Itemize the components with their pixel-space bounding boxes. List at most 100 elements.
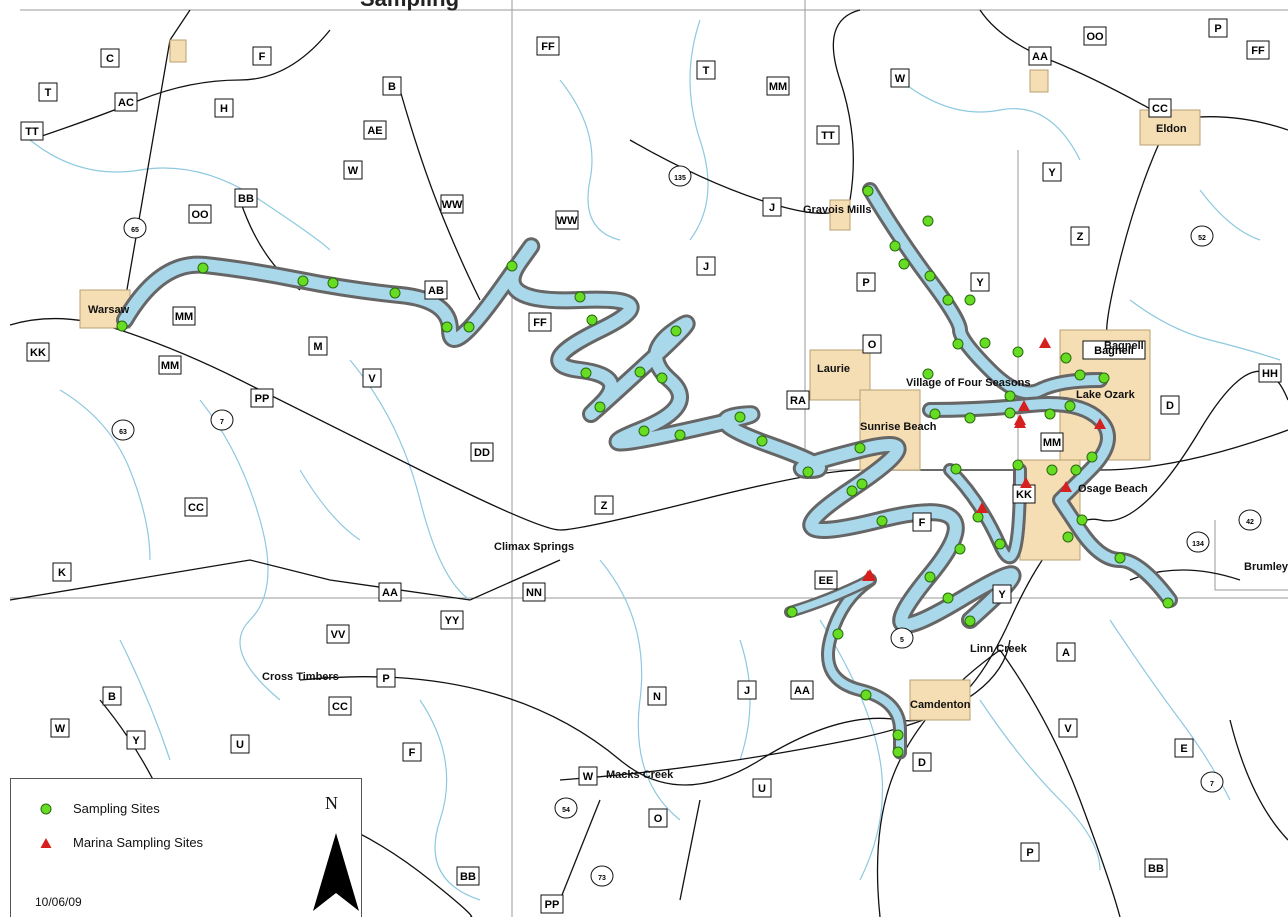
road-shield: MM [158, 355, 182, 375]
sampling-site [1086, 451, 1098, 463]
road-shield: FF [1246, 40, 1270, 60]
road-shield: EE [814, 570, 838, 590]
road-shield-label: WW [442, 199, 463, 211]
road-shield: OO [1083, 26, 1107, 46]
lake-arm-north [865, 185, 1105, 398]
legend-sampling-sites-label: Sampling Sites [73, 801, 160, 816]
sampling-site [1064, 400, 1076, 412]
road-shield-label: CC [188, 502, 204, 514]
road-shield-label: EE [819, 575, 834, 587]
road-shield-label: KK [1016, 489, 1032, 501]
town-label: Brumley [1244, 561, 1288, 573]
road-shield: 7 [1200, 771, 1224, 793]
road-shield: CC [328, 696, 352, 716]
road-shield-label: Y [1048, 167, 1056, 179]
sampling-site [898, 258, 910, 270]
sampling-site [1060, 352, 1072, 364]
road-shield-label: MM [161, 360, 179, 372]
sampling-site [929, 408, 941, 420]
road-shield-label: HH [1262, 368, 1278, 380]
road-shield: 7 [210, 409, 234, 431]
road-shield-label: AB [428, 285, 444, 297]
road-shield-label: U [758, 783, 766, 795]
road-shield: MM [766, 76, 790, 96]
road-shield-label: F [919, 517, 926, 529]
sampling-site [1162, 597, 1174, 609]
road-shield: Y [992, 584, 1012, 604]
road-shield: F [252, 46, 272, 66]
town-label: Bagnell [1104, 340, 1144, 352]
road-shield: W [50, 718, 70, 738]
road-shield-label: N [653, 691, 661, 703]
road-shield: RA [786, 390, 810, 410]
road-shield-label: T [45, 87, 52, 99]
road-shield-label: DD [474, 447, 490, 459]
sampling-site [922, 215, 934, 227]
road-shield-label: BB [238, 193, 254, 205]
sampling-site [674, 429, 686, 441]
road-shield: TT [816, 125, 840, 145]
green-circle-icon [40, 803, 52, 814]
road-shield: KK [1012, 484, 1036, 504]
sampling-site [786, 606, 798, 618]
road-shield-label: AC [118, 97, 134, 109]
sampling-site [950, 463, 962, 475]
marina-sampling-site [1014, 414, 1026, 425]
road-shield: U [230, 734, 250, 754]
town-label: Laurie [817, 363, 850, 375]
road-shield: N [647, 686, 667, 706]
road-shield: M [308, 336, 328, 356]
road-shield: J [762, 197, 782, 217]
road-shield-label: P [382, 673, 389, 685]
road-shield: B [102, 686, 122, 706]
sampling-site [876, 515, 888, 527]
town-label: Sunrise Beach [860, 421, 937, 433]
legend-date: 10/06/09 [35, 895, 82, 909]
sampling-site [964, 615, 976, 627]
road-shield-label: OO [1086, 31, 1104, 43]
sampling-site [942, 294, 954, 306]
road-shield: AC [114, 92, 138, 112]
road-shield-label: Z [1077, 231, 1084, 243]
sampling-site [924, 571, 936, 583]
road-shield-label: 134 [1192, 541, 1204, 548]
road-shield: VV [326, 624, 350, 644]
town-label: Village of Four Seasons [906, 377, 1031, 389]
town-label: Warsaw [88, 304, 130, 316]
sampling-site [1062, 531, 1074, 543]
road-shield: 65 [123, 217, 147, 239]
sampling-site [832, 628, 844, 640]
sampling-site [964, 412, 976, 424]
road-shield: P [376, 668, 396, 688]
sampling-site [506, 260, 518, 272]
road-shield-label: D [918, 757, 926, 769]
sampling-site [670, 325, 682, 337]
road-shield: Y [1042, 162, 1062, 182]
road-shield-label: MM [175, 311, 193, 323]
road-shield-label: TT [25, 126, 39, 138]
north-letter: N [325, 793, 338, 813]
road-shield-label: 52 [1198, 235, 1206, 242]
road-shield: BB [1144, 858, 1168, 878]
road-shield: P [856, 272, 876, 292]
sampling-site [116, 320, 128, 332]
road-shield: PP [540, 894, 564, 914]
road-shield: AB [424, 280, 448, 300]
road-shield-label: V [368, 373, 376, 385]
sampling-sites [116, 185, 1174, 758]
red-triangle-icon [40, 837, 52, 848]
sampling-site [972, 511, 984, 523]
road-shield-label: FF [541, 41, 555, 53]
marina-sampling-site [976, 502, 988, 513]
road-shield-label: F [409, 747, 416, 759]
road-shield-label: 7 [1210, 781, 1214, 788]
road-shield-label: J [703, 261, 709, 273]
road-shield-label: O [868, 339, 877, 351]
sampling-site [1044, 408, 1056, 420]
towns [79, 39, 1201, 721]
sampling-site [1004, 390, 1016, 402]
road-shield: K [52, 562, 72, 582]
